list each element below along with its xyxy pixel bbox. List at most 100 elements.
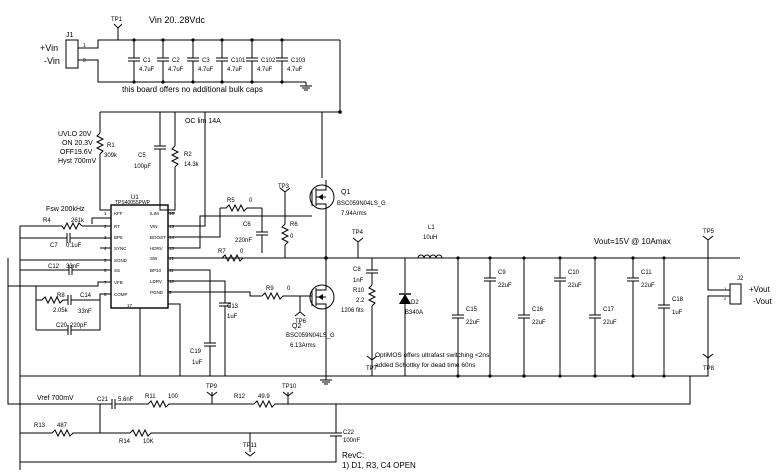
r5-value: 0 (249, 198, 253, 204)
uvlo-line-2: ON 20.3V (62, 140, 93, 147)
tp8-label: TP8 (703, 366, 715, 372)
c13-value: 1uF (227, 314, 238, 320)
r10-ref: R10 (353, 288, 365, 294)
q1-mosfet (309, 184, 335, 210)
r10-resistor (367, 284, 377, 307)
fsw-label: Fsw 200kHz (46, 206, 85, 213)
r12-value: 49.9 (258, 394, 270, 400)
r9-value: 0 (287, 286, 291, 292)
vfb-net (7, 286, 100, 405)
cap-value: 4.7uF (287, 67, 303, 73)
tp10-marker (282, 391, 294, 397)
vout-spec-label: Vout=15V @ 10Amax (594, 237, 671, 246)
r1-resistor (95, 132, 105, 155)
pin-name: RT (114, 224, 120, 229)
c5-ref: C5 (138, 153, 146, 159)
pin-name: BP5 (114, 235, 123, 240)
cap-value: 22uF (568, 283, 582, 289)
output-section: Vout=15V @ 10Amax TP5 TP8 J2 +Vout -Vout… (594, 229, 772, 377)
tp9-label: TP9 (206, 384, 218, 390)
cap-ref: C1 (143, 58, 151, 64)
q1-rating: 7.94Arms (341, 211, 367, 217)
u1-part: TPS40055PWP (115, 200, 151, 206)
pin-name: SS (114, 268, 120, 273)
cap-ref: C10 (568, 270, 580, 276)
l1-inductor (417, 254, 443, 259)
feedback-section: Vref 700mV C21 5.6nF R11 100 TP9 R12 49.… (7, 258, 691, 470)
cap-ref: C17 (603, 307, 615, 313)
cap-value: 4.7uF (227, 67, 243, 73)
vref-label: Vref 700mV (37, 395, 74, 402)
q2-part: BSC059N04LS_G (286, 333, 335, 339)
r1-ref: R1 (107, 143, 115, 149)
vin-bus (321, 40, 341, 178)
q2-ref: Q2 (292, 323, 301, 330)
r13-resistor (20, 428, 100, 438)
r7-resistor (212, 253, 258, 263)
pin-name: LDRV (150, 279, 162, 284)
pin-name: ILIM (150, 211, 159, 216)
j1-label: J1 (66, 32, 74, 39)
vout-neg-label: -Vout (753, 297, 772, 306)
r1-value: 309k (104, 153, 118, 159)
tp6-label: TP6 (295, 319, 307, 325)
cap-value: 22uF (466, 320, 480, 326)
cap-ref: C16 (532, 307, 544, 313)
r2-ref: R2 (184, 152, 192, 158)
cap-value: 4.7uF (139, 67, 155, 73)
u1-ref: U1 (131, 195, 139, 201)
l1-ref: L1 (428, 225, 435, 231)
r13-ref: R13 (34, 423, 46, 429)
d2-part: B340A (405, 310, 423, 316)
output-cap-c10: C10 22uF (554, 256, 582, 378)
tp11-label: TP11 (243, 443, 258, 449)
c13-ref: C13 (227, 304, 239, 310)
d2-ref: D2 (411, 300, 419, 306)
d2-diode (399, 294, 411, 304)
q1-part: BSC059N04LS_G (337, 201, 386, 207)
r5-ref: R5 (227, 198, 235, 204)
vin-pos-label: +Vin (40, 43, 58, 53)
cap-ref: C11 (641, 270, 652, 276)
tp1-marker (113, 23, 123, 29)
r10-note: 1206 fits (341, 308, 364, 314)
pin-number: 1 (104, 211, 107, 216)
power-stage: TP3 R6 0 Q1 BSC059N04LS_G 7.94Arms R7 0 (20, 180, 740, 385)
c21-ref: C21 (97, 397, 109, 403)
tp7-marker (366, 355, 378, 361)
uvlo-line-4: Hyst 700mV (58, 158, 96, 165)
r8-ref: R8 (57, 293, 65, 299)
output-capacitors: C1522uFC922uFC1622uFC1022uFC1722uFC1122u… (452, 256, 684, 378)
r4-value: 261k (71, 218, 85, 224)
c19-ref: C19 (190, 349, 202, 355)
u1-pin17: 17 (127, 303, 133, 308)
input-capacitors: C14.7uFC24.7uFC34.7uFC1014.7uFC1024.7uFC… (128, 38, 306, 84)
cap-ref: C9 (498, 270, 506, 276)
vout-pos-label: +Vout (749, 285, 770, 294)
cap-ref: C102 (261, 58, 276, 64)
optimos-note-1: OptiMOS offers ultrafast switching <2ns, (375, 352, 491, 359)
cap-ref: C103 (291, 58, 306, 64)
j2-connector (729, 283, 742, 305)
c12-ref: C12 (48, 264, 60, 270)
r4-resistor (61, 221, 83, 231)
c20-ref: C20 (56, 323, 68, 329)
j2-pin1: 1 (724, 286, 727, 291)
c12-value: 33nF (66, 264, 80, 270)
cap-value: 4.7uF (168, 67, 184, 73)
r13-value: 487 (57, 423, 68, 429)
tp7-label: TP7 (366, 366, 378, 372)
c8-value: 1nF (353, 278, 364, 284)
vin-rail (78, 39, 340, 49)
tp10-label: TP10 (282, 384, 297, 390)
r14-resistor (100, 428, 336, 438)
j2-pin2: 2 (724, 296, 727, 301)
left-gnd-bus (19, 225, 62, 470)
j1-connector (65, 39, 79, 69)
